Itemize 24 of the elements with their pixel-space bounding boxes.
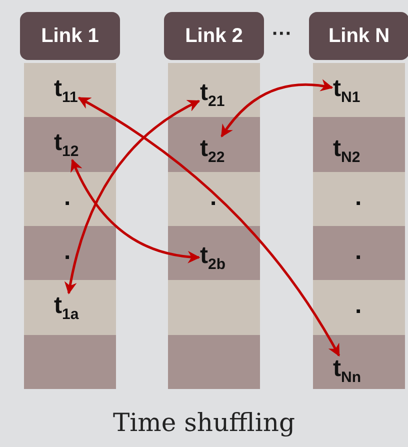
time-slot-label: t$_{11}$ — [54, 77, 78, 105]
double-arrow — [78, 96, 340, 357]
link-header: Link 2 — [164, 12, 264, 60]
time-slot-label: t$_{2b}$ — [200, 244, 226, 272]
time-slot-label: t$_{Nn}$ — [333, 356, 361, 384]
time-slot-label: . — [355, 240, 362, 264]
time-slot-label: . — [355, 294, 362, 318]
double-arrow — [220, 80, 334, 138]
ellipsis-label: ··· — [272, 24, 292, 44]
time-slot-label: t$_{22}$ — [200, 137, 225, 166]
time-slot-label: t$_{1a}$ — [54, 294, 79, 322]
double-arrow — [64, 100, 200, 294]
time-slot-label: . — [64, 186, 71, 210]
double-arrow — [71, 158, 200, 263]
time-slot-label: . — [355, 186, 362, 210]
time-slot-label: t$_{N1}$ — [333, 77, 360, 105]
caption: Time shuffling — [112, 408, 296, 437]
time-slot-label: t$_{21}$ — [200, 81, 225, 109]
link-header: Link 1 — [20, 12, 120, 60]
time-slot-label: . — [210, 186, 217, 210]
time-slot-label: . — [64, 240, 71, 264]
time-slot-label: t$_{N2}$ — [333, 137, 360, 166]
link-header: Link N — [309, 12, 408, 60]
time-slot-label: t$_{12}$ — [54, 131, 79, 160]
